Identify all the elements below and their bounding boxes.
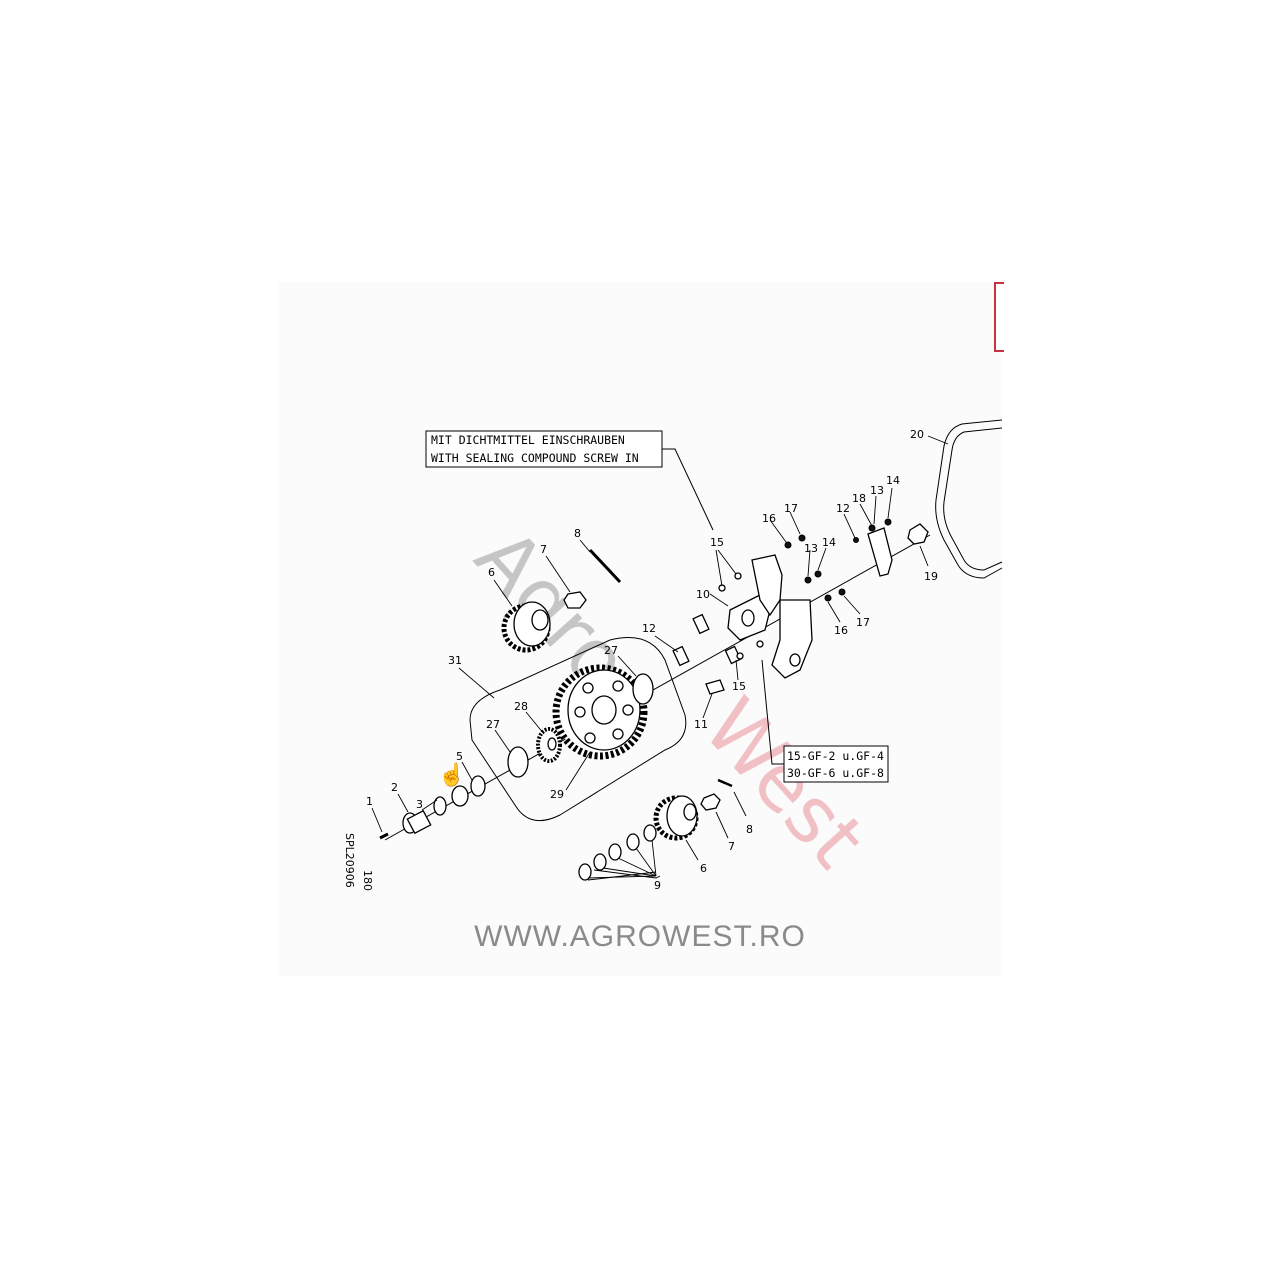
callout-15-lower: 15 <box>732 680 746 693</box>
callout-11: 11 <box>694 718 708 731</box>
callout-29: 29 <box>550 788 564 801</box>
callout-31: 31 <box>448 654 462 667</box>
large-gear-29 <box>552 664 648 760</box>
callout-14-lower: 14 <box>822 536 836 549</box>
callout-27-left: 27 <box>486 718 500 731</box>
watermark-west: West <box>686 682 881 885</box>
callout-1: 1 <box>366 795 373 808</box>
bolts <box>718 518 892 660</box>
hand-cursor-icon: ☝ <box>438 761 465 788</box>
diagram-panel <box>278 282 1002 976</box>
leader-lines <box>371 435 949 879</box>
callout-5: 5 <box>456 750 463 763</box>
sealing-note-de: MIT DICHTMITTEL EINSCHRAUBEN <box>431 433 625 447</box>
callout-14-upper: 14 <box>886 474 900 487</box>
snap-ring-right <box>632 673 654 705</box>
callout-17-lower: 17 <box>856 616 870 629</box>
callout-13-upper: 13 <box>870 484 884 497</box>
snap-ring-left <box>507 746 529 778</box>
callout-labels: 1 2 3 5 6 7 8 31 27 28 29 27 12 10 15 11… <box>366 428 938 892</box>
callout-7-upper: 7 <box>540 543 547 556</box>
callout-7-lower: 7 <box>728 840 735 853</box>
nut-upper <box>563 591 587 609</box>
small-gear-28 <box>536 727 562 763</box>
variant-note-line-2: 30-GF-6 u.GF-8 <box>787 766 884 780</box>
callout-3: 3 <box>416 798 423 811</box>
sealing-note-leader <box>662 448 714 531</box>
gasket-20 <box>935 419 1003 579</box>
neighbor-image-edge <box>994 282 1004 352</box>
variant-note-line-1: 15-GF-2 u.GF-4 <box>787 749 884 763</box>
sealing-note-en: WITH SEALING COMPOUND SCREW IN <box>431 451 639 465</box>
pin-upper <box>588 548 622 584</box>
idler-gear-lower <box>653 795 699 841</box>
callout-10: 10 <box>696 588 710 601</box>
gear-assembly-31-outline <box>469 637 687 822</box>
plate-18 <box>867 527 893 577</box>
callout-2: 2 <box>391 781 398 794</box>
shaft-parts-left <box>379 775 486 840</box>
callout-9: 9 <box>654 879 661 892</box>
pin-lower <box>717 778 733 788</box>
sealing-note-box <box>425 430 663 468</box>
callout-12-upper: 12 <box>836 502 850 515</box>
callout-6-upper: 6 <box>488 566 495 579</box>
website-url: WWW.AGROWEST.RO <box>474 920 806 953</box>
callout-28: 28 <box>514 700 528 713</box>
shims-9 <box>578 824 657 881</box>
callout-27-right: 27 <box>604 644 618 657</box>
callout-18: 18 <box>852 492 866 505</box>
sealing-note: MIT DICHTMITTEL EINSCHRAUBEN WITH SEALIN… <box>425 430 714 531</box>
variant-note: 15-GF-2 u.GF-4 30-GF-6 u.GF-8 <box>761 659 889 783</box>
callout-12-lower: 12 <box>642 622 656 635</box>
bearing-bracket <box>672 554 813 695</box>
drawing-code: SPL20906 <box>343 833 356 888</box>
nut-lower <box>700 793 721 811</box>
callout-20: 20 <box>910 428 924 441</box>
callout-17-upper: 17 <box>784 502 798 515</box>
variant-note-box <box>783 745 889 783</box>
callout-16-upper: 16 <box>762 512 776 525</box>
callout-13-lower: 13 <box>804 542 818 555</box>
callout-8-upper: 8 <box>574 527 581 540</box>
callout-19: 19 <box>924 570 938 583</box>
idler-gear-upper <box>501 601 551 653</box>
callout-6-lower: 6 <box>700 862 707 875</box>
page-number: 180 <box>361 870 374 891</box>
callout-8-lower: 8 <box>746 823 753 836</box>
variant-note-leader <box>761 659 784 765</box>
gasket-20-inner <box>943 427 1003 571</box>
callout-16-lower: 16 <box>834 624 848 637</box>
washer-19 <box>907 523 929 545</box>
callout-15-upper: 15 <box>710 536 724 549</box>
